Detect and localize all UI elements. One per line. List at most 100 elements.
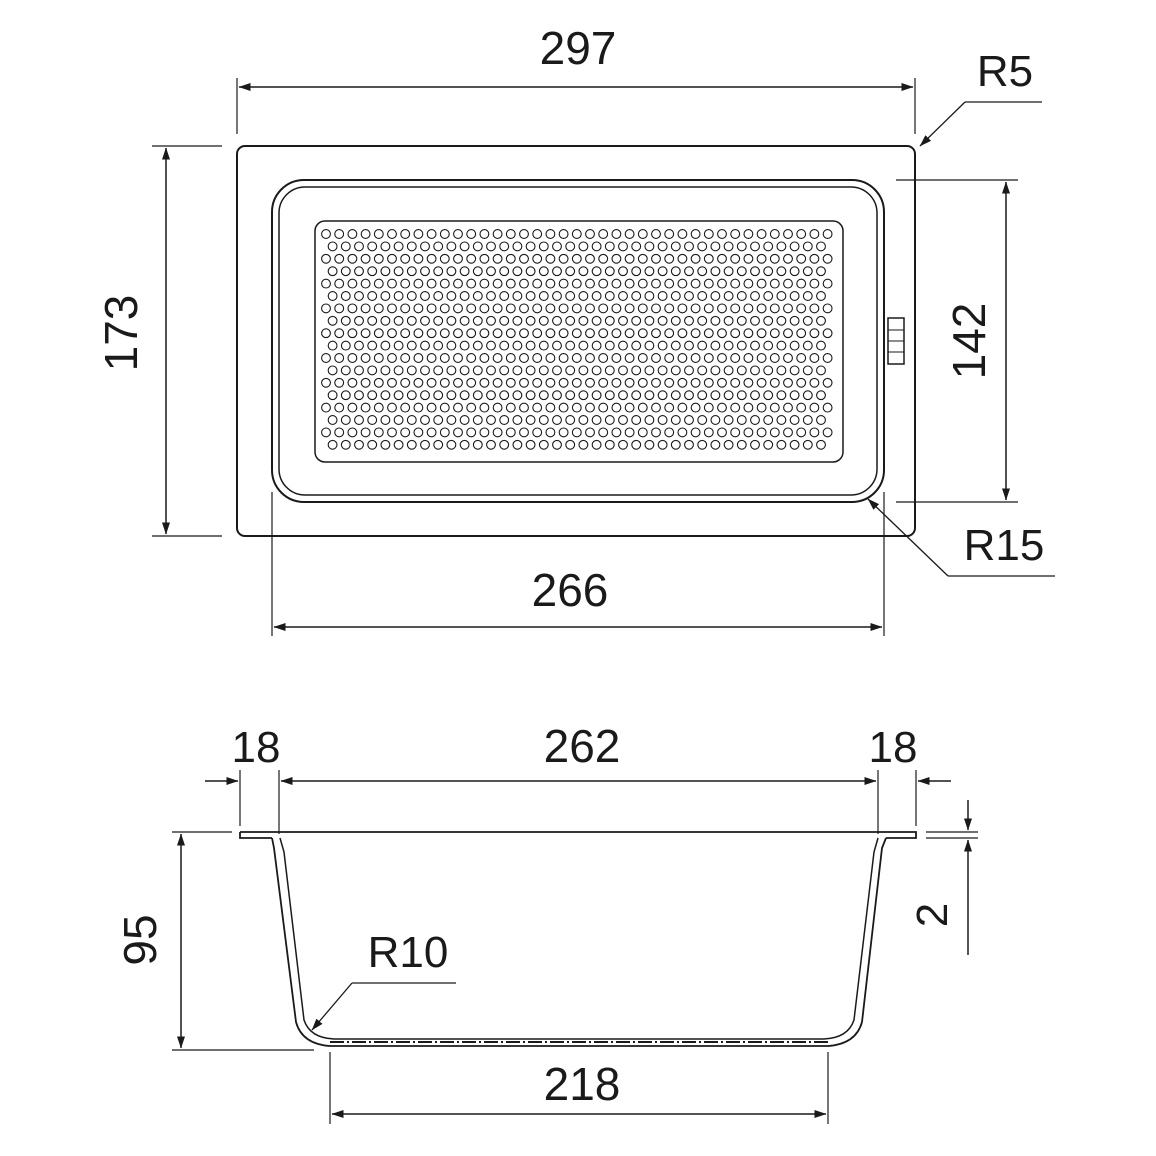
perforation-hole bbox=[459, 390, 470, 401]
perforation-hole bbox=[591, 291, 602, 301]
perforation-hole bbox=[789, 365, 800, 376]
perforation-hole bbox=[525, 365, 536, 376]
perforation-hole bbox=[545, 353, 556, 363]
perforation-hole bbox=[736, 241, 747, 252]
perforation-hole bbox=[598, 253, 609, 264]
perforation-hole bbox=[822, 377, 833, 388]
perforation-hole bbox=[433, 340, 444, 351]
perforation-hole bbox=[670, 241, 681, 252]
perforation-hole bbox=[380, 340, 391, 351]
perforation-hole bbox=[413, 229, 424, 239]
perforation-hole bbox=[433, 439, 444, 450]
perforation-hole bbox=[710, 390, 721, 401]
perforation-hole bbox=[598, 328, 609, 339]
perforation-hole bbox=[802, 266, 813, 277]
perforation-hole bbox=[532, 303, 543, 314]
perforation-hole bbox=[730, 377, 741, 388]
perforation-hole bbox=[809, 427, 820, 438]
perforation-hole bbox=[453, 253, 463, 264]
perforation-hole bbox=[334, 328, 345, 339]
perforation-hole bbox=[723, 365, 734, 376]
perforation-hole bbox=[710, 315, 721, 326]
perforation-hole bbox=[354, 340, 364, 351]
perforation-hole bbox=[598, 278, 609, 289]
perforation-hole bbox=[367, 241, 378, 252]
perforation-hole bbox=[618, 241, 628, 252]
perforation-hole bbox=[816, 266, 826, 277]
perforation-hole bbox=[809, 402, 820, 413]
perforation-hole bbox=[730, 253, 741, 264]
perforation-hole bbox=[591, 365, 602, 376]
perforation-hole bbox=[512, 266, 523, 277]
perforation-hole bbox=[763, 365, 774, 376]
perforation-hole bbox=[816, 390, 826, 401]
perforation-hole bbox=[492, 377, 503, 388]
perforation-hole bbox=[367, 291, 378, 301]
perforation-hole bbox=[789, 390, 800, 401]
perforation-hole bbox=[519, 303, 529, 314]
perforation-hole bbox=[591, 340, 602, 351]
perforation-hole bbox=[380, 439, 391, 450]
perforation-hole bbox=[413, 353, 424, 363]
perforation-hole bbox=[472, 415, 483, 425]
perforation-hole bbox=[420, 241, 430, 252]
perforation-hole bbox=[717, 353, 727, 363]
perforation-hole bbox=[802, 415, 813, 425]
perforation-hole bbox=[690, 278, 701, 289]
perforation-hole bbox=[703, 427, 714, 438]
perforation-hole bbox=[406, 439, 417, 450]
perforation-hole bbox=[519, 377, 529, 388]
perforation-hole bbox=[743, 278, 754, 289]
perforation-hole bbox=[373, 427, 384, 438]
perforation-hole bbox=[710, 415, 721, 425]
perforation-hole bbox=[690, 377, 701, 388]
perforation-hole bbox=[816, 241, 826, 252]
perforation-hole bbox=[776, 315, 787, 326]
perforation-hole bbox=[406, 415, 417, 425]
perforation-hole bbox=[690, 402, 701, 413]
perforation-hole bbox=[472, 315, 483, 326]
perforation-hole bbox=[743, 353, 754, 363]
perforation-hole bbox=[538, 291, 549, 301]
perforation-hole bbox=[552, 291, 562, 301]
perforation-hole bbox=[657, 315, 668, 326]
perforation-hole bbox=[420, 291, 430, 301]
perforation-hole bbox=[664, 377, 675, 388]
perforation-hole bbox=[406, 266, 417, 277]
perforation-hole bbox=[585, 229, 595, 239]
perforation-hole bbox=[604, 365, 615, 376]
perforation-hole bbox=[571, 427, 582, 438]
perforation-hole bbox=[367, 415, 378, 425]
perforation-hole bbox=[565, 291, 576, 301]
perforation-hole bbox=[783, 427, 793, 438]
outer-rim bbox=[236, 145, 916, 537]
perforation-hole bbox=[459, 315, 470, 326]
perforation-hole bbox=[664, 278, 675, 289]
perforation-hole bbox=[512, 340, 523, 351]
perforation-hole bbox=[446, 241, 457, 252]
perforation-hole bbox=[459, 291, 470, 301]
perforation-hole bbox=[677, 402, 688, 413]
perforation-hole bbox=[565, 390, 576, 401]
perforation-hole bbox=[446, 439, 457, 450]
perforation-hole bbox=[657, 415, 668, 425]
perforation-hole bbox=[525, 266, 536, 277]
perforation-hole bbox=[657, 291, 668, 301]
perforation-hole bbox=[802, 365, 813, 376]
perforation-hole bbox=[736, 390, 747, 401]
perforation-hole bbox=[400, 377, 411, 388]
perforation-hole bbox=[571, 377, 582, 388]
perforation-hole bbox=[611, 253, 622, 264]
bowl-outline-outer bbox=[271, 179, 885, 503]
perforation-hole bbox=[604, 291, 615, 301]
perforation-hole bbox=[690, 253, 701, 264]
perforation-hole bbox=[538, 340, 549, 351]
perforation-hole bbox=[532, 427, 543, 438]
perforation-hole bbox=[472, 266, 483, 277]
perforation-hole bbox=[657, 439, 668, 450]
perforation-hole bbox=[684, 340, 694, 351]
perforation-hole bbox=[750, 315, 760, 326]
perforation-hole bbox=[822, 353, 833, 363]
perforation-hole bbox=[327, 315, 338, 326]
